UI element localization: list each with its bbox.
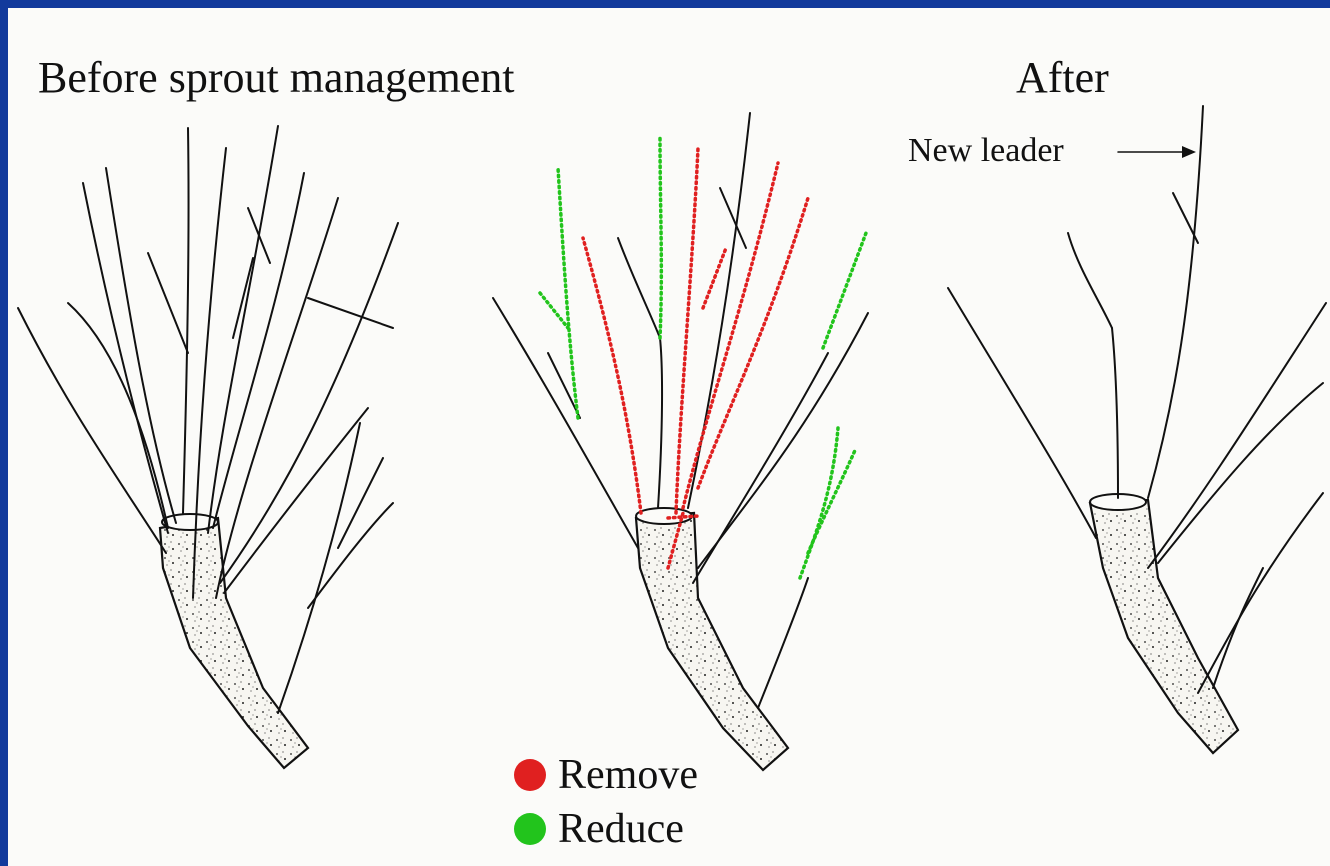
after-tree	[948, 106, 1326, 753]
before-trunk	[160, 518, 308, 768]
legend-item-remove: Remove	[514, 748, 698, 802]
tree-illustrations	[8, 8, 1330, 866]
middle-tree	[493, 113, 868, 770]
legend-label-remove: Remove	[558, 751, 698, 799]
new-leader-arrowhead	[1182, 146, 1196, 158]
legend-label-reduce: Reduce	[558, 805, 684, 853]
before-tree	[18, 126, 398, 768]
diagram-frame: Before sprout management After New leade…	[8, 8, 1330, 866]
after-title: After	[1016, 52, 1109, 103]
remove-markings	[583, 148, 808, 568]
remove-dot-icon	[514, 759, 546, 791]
legend: Remove Reduce	[514, 748, 698, 856]
after-trunk	[1090, 500, 1238, 753]
reduce-markings	[540, 138, 866, 578]
reduce-dot-icon	[514, 813, 546, 845]
legend-item-reduce: Reduce	[514, 802, 698, 856]
new-leader-branch	[1148, 106, 1203, 498]
new-leader-label: New leader	[908, 132, 1064, 170]
before-title: Before sprout management	[38, 52, 515, 103]
